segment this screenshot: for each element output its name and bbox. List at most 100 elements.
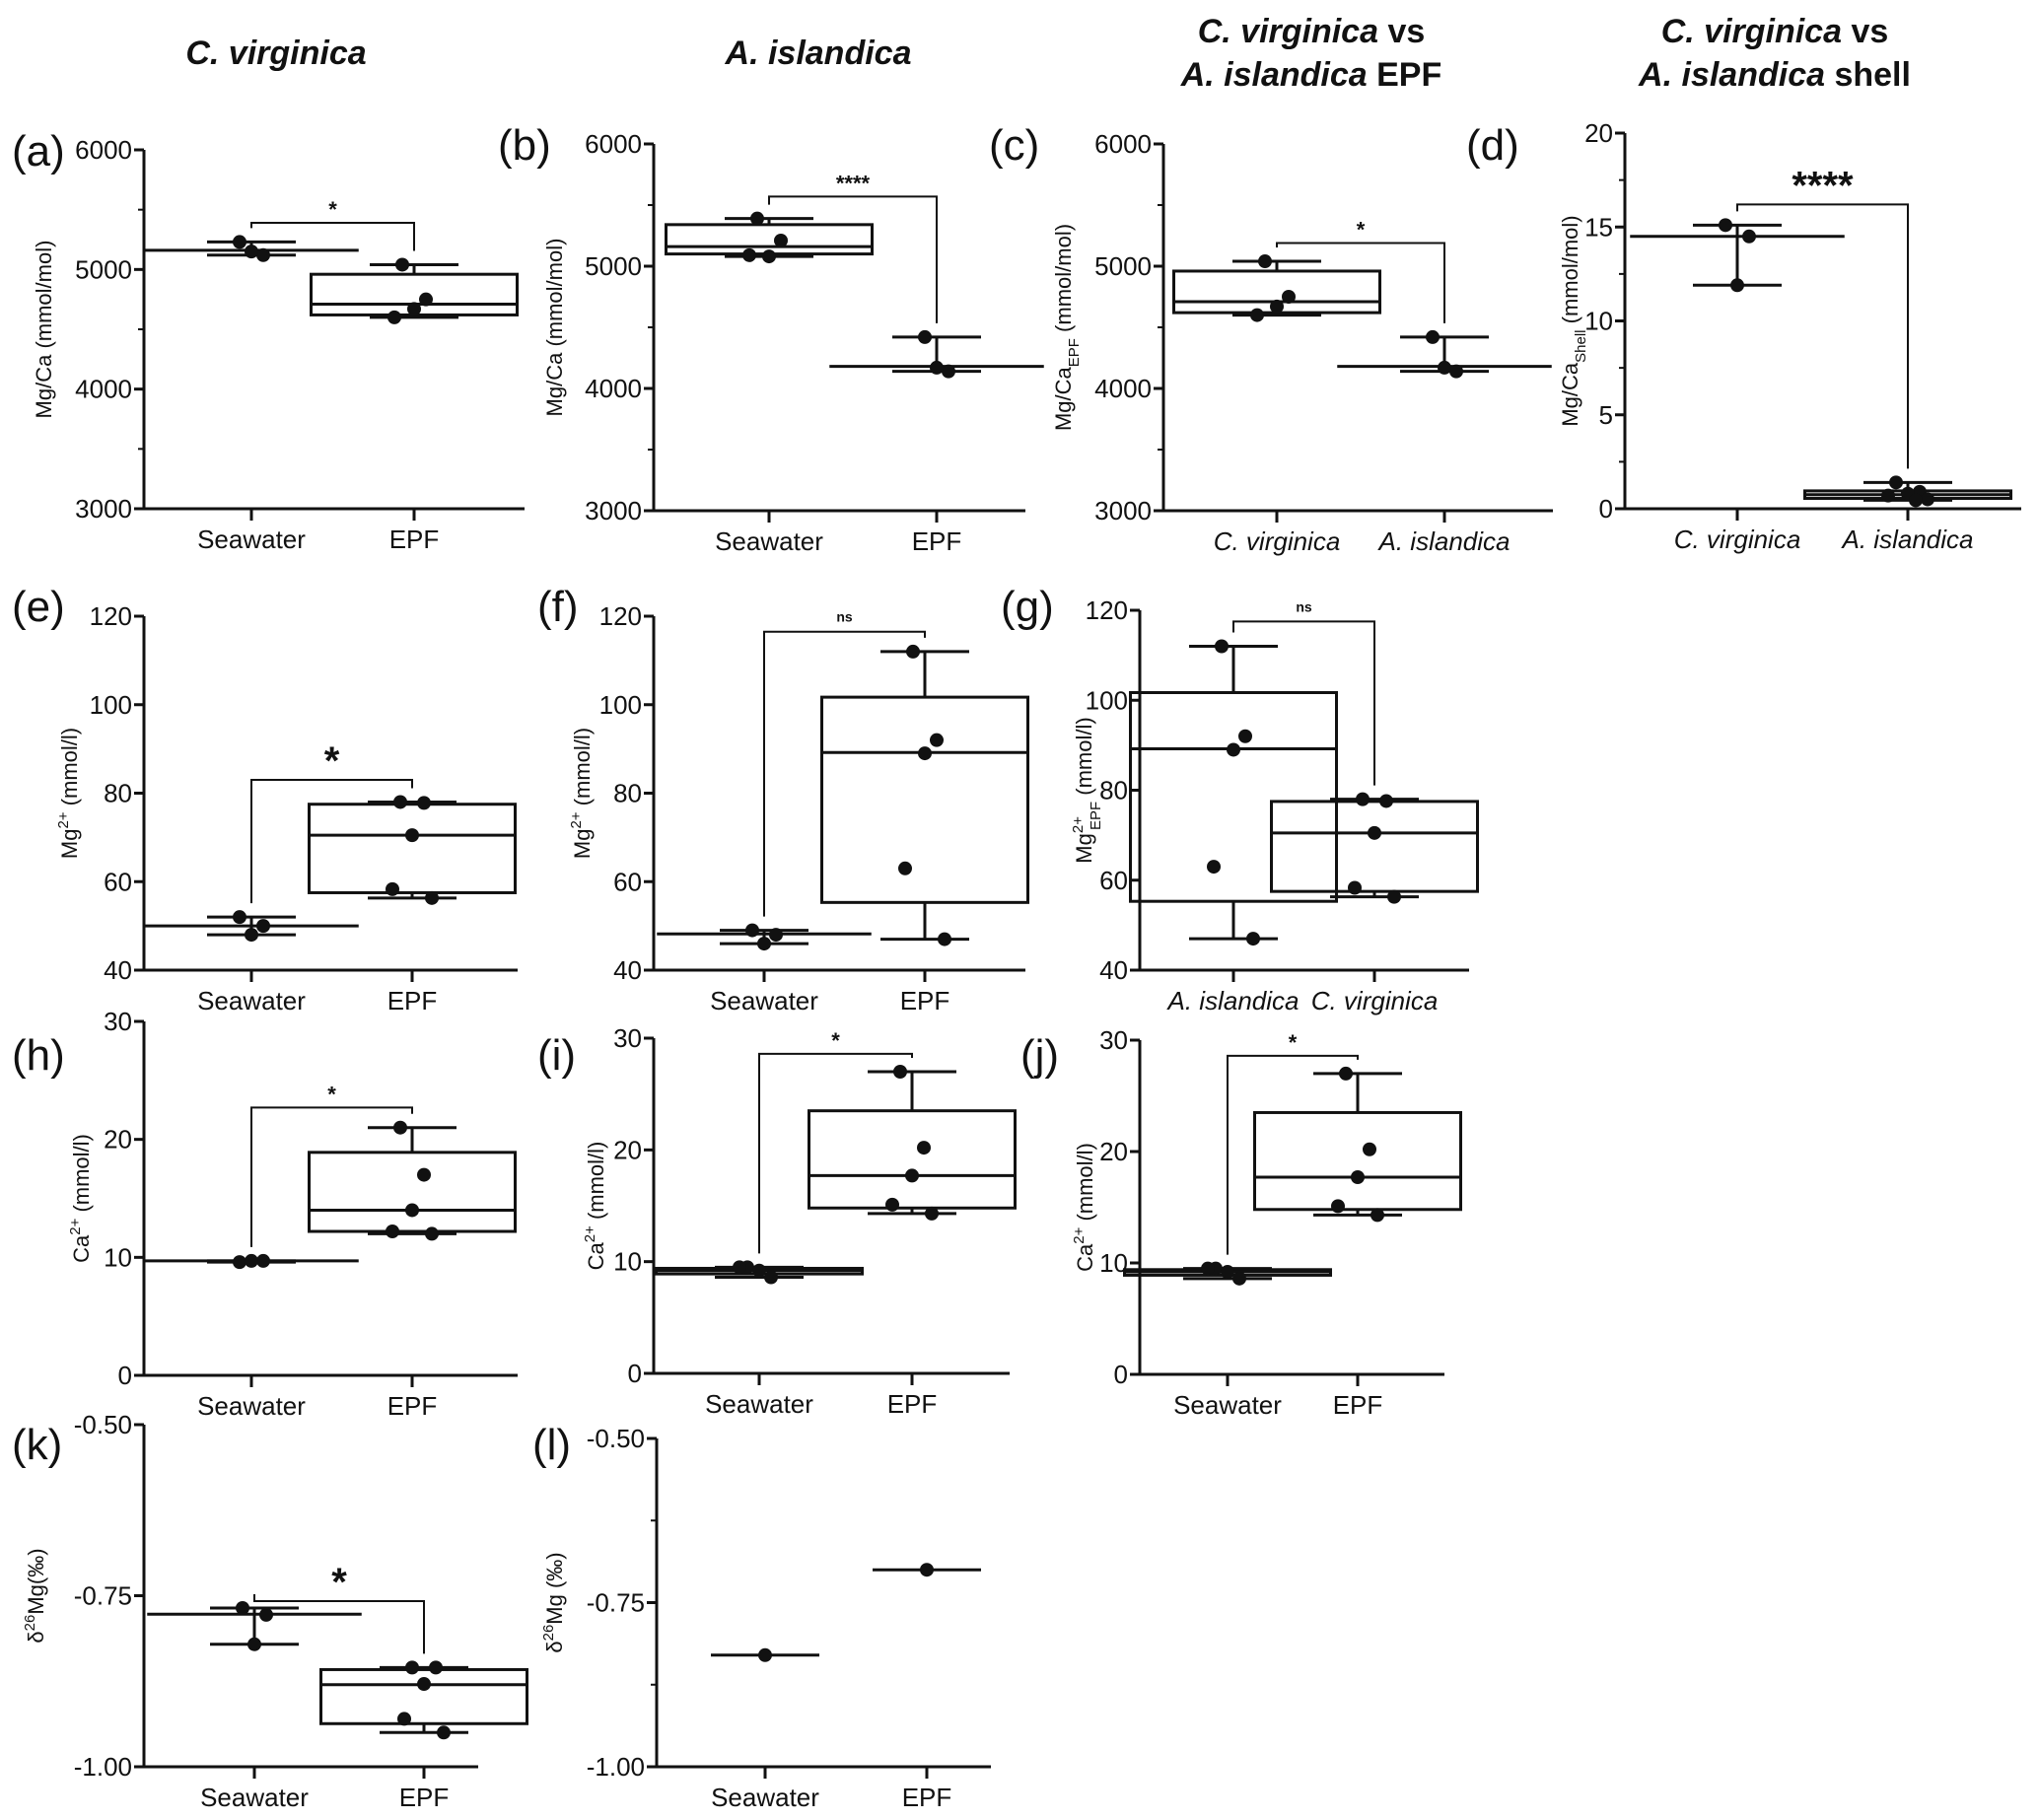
column-title-species: C. virginica	[1660, 13, 1842, 50]
significance-label: *	[324, 739, 340, 783]
group-0	[1172, 254, 1381, 322]
panel-letter: (f)	[537, 583, 579, 631]
y-tick-label: -1.00	[74, 1752, 132, 1782]
data-point	[1339, 1066, 1353, 1081]
y-tick-label: 6000	[75, 135, 132, 165]
y-axis-label: Ca2+ (mmol/l)	[67, 1134, 94, 1263]
significance-label: *	[1289, 1030, 1298, 1055]
column-title-text: A. islandica	[725, 35, 912, 72]
y-axis-label: δ26Mg (‰)	[540, 1552, 567, 1652]
data-point	[425, 1226, 439, 1241]
data-point	[758, 1647, 772, 1662]
data-point	[1348, 880, 1362, 895]
y-tick-label: 5000	[75, 254, 132, 284]
y-tick-label: 20	[1584, 118, 1613, 148]
data-point	[233, 1255, 246, 1270]
panel-letter: (g)	[1001, 583, 1054, 631]
y-tick-label: 20	[613, 1135, 642, 1164]
box	[808, 1109, 1017, 1210]
y-tick-label: 30	[104, 1007, 132, 1036]
data-point	[259, 1607, 273, 1622]
data-point	[764, 1270, 778, 1285]
group-0	[144, 235, 359, 262]
data-point	[425, 890, 439, 905]
data-point	[393, 795, 407, 809]
x-tick-label: Seawater	[1173, 1390, 1282, 1420]
data-point	[1201, 1261, 1215, 1276]
y-tick-label: 4000	[1094, 374, 1152, 403]
data-point	[1719, 218, 1732, 233]
significance-bracket	[1227, 1054, 1359, 1255]
y-tick-label: 80	[613, 779, 642, 808]
y-tick-label: 10	[1584, 307, 1613, 336]
y-tick-label: 3000	[75, 494, 132, 524]
column-title-vs: vs	[1842, 13, 1889, 50]
y-tick-label: 40	[104, 955, 132, 985]
panel-letter: (a)	[12, 127, 65, 175]
panel-letter: (e)	[12, 583, 65, 631]
data-point	[1246, 932, 1260, 946]
data-point	[750, 211, 764, 226]
x-tick-label: EPF	[902, 1783, 952, 1812]
data-point	[386, 881, 399, 896]
y-tick-label: 80	[104, 779, 132, 808]
x-tick-label: Seawater	[711, 1783, 819, 1812]
significance-bracket	[253, 1593, 425, 1654]
data-point	[1921, 492, 1934, 507]
column-title-c-virginica: C. virginica	[108, 32, 444, 75]
data-point	[245, 1253, 258, 1268]
group-1	[873, 1563, 981, 1577]
y-tick-label: -1.00	[587, 1752, 645, 1782]
data-point	[917, 1141, 931, 1155]
significance-label: ****	[836, 171, 871, 195]
y-axis-label: Mg/Ca (mmol/mol)	[32, 241, 56, 419]
data-point	[407, 302, 421, 316]
data-point	[893, 1065, 907, 1079]
data-point	[1270, 299, 1284, 314]
data-point	[1351, 1169, 1365, 1184]
data-point	[1730, 278, 1744, 293]
y-tick-label: 40	[613, 955, 642, 985]
panel-letter: (k)	[12, 1421, 62, 1469]
data-point	[437, 1725, 451, 1740]
data-point	[906, 644, 920, 659]
data-point	[762, 249, 776, 264]
y-axis-label: Mg2+ (mmol/l)	[55, 728, 82, 859]
y-tick-label: 120	[1086, 595, 1128, 625]
x-tick-label: C. virginica	[1311, 986, 1439, 1015]
column-title-species: C. virginica	[1197, 13, 1378, 50]
y-tick-label: 120	[90, 601, 132, 631]
data-point	[918, 746, 932, 761]
column-title-text: C. virginica	[185, 35, 367, 72]
data-point	[938, 932, 951, 946]
data-point	[256, 247, 270, 262]
y-tick-label: 60	[613, 867, 642, 896]
data-point	[1356, 792, 1370, 806]
y-tick-label: 100	[599, 690, 642, 720]
y-tick-label: 20	[104, 1125, 132, 1155]
box	[1129, 690, 1338, 903]
x-tick-label: EPF	[900, 986, 950, 1015]
data-point	[245, 928, 258, 943]
data-point	[918, 329, 932, 344]
data-point	[1387, 889, 1401, 904]
x-tick-label: EPF	[1333, 1390, 1383, 1420]
group-1	[1253, 1066, 1462, 1223]
data-point	[757, 937, 771, 951]
group-0	[1123, 1261, 1332, 1286]
y-tick-label: 4000	[585, 374, 642, 403]
box	[319, 1667, 528, 1725]
x-tick-label: Seawater	[197, 986, 306, 1015]
box	[1253, 1110, 1462, 1212]
data-point	[405, 1203, 419, 1218]
data-point	[236, 1600, 249, 1615]
x-tick-label: EPF	[389, 525, 440, 554]
significance-label: *	[328, 197, 337, 222]
panel-letter: (l)	[532, 1421, 571, 1469]
data-point	[925, 1206, 939, 1221]
y-tick-label: 15	[1584, 212, 1613, 242]
